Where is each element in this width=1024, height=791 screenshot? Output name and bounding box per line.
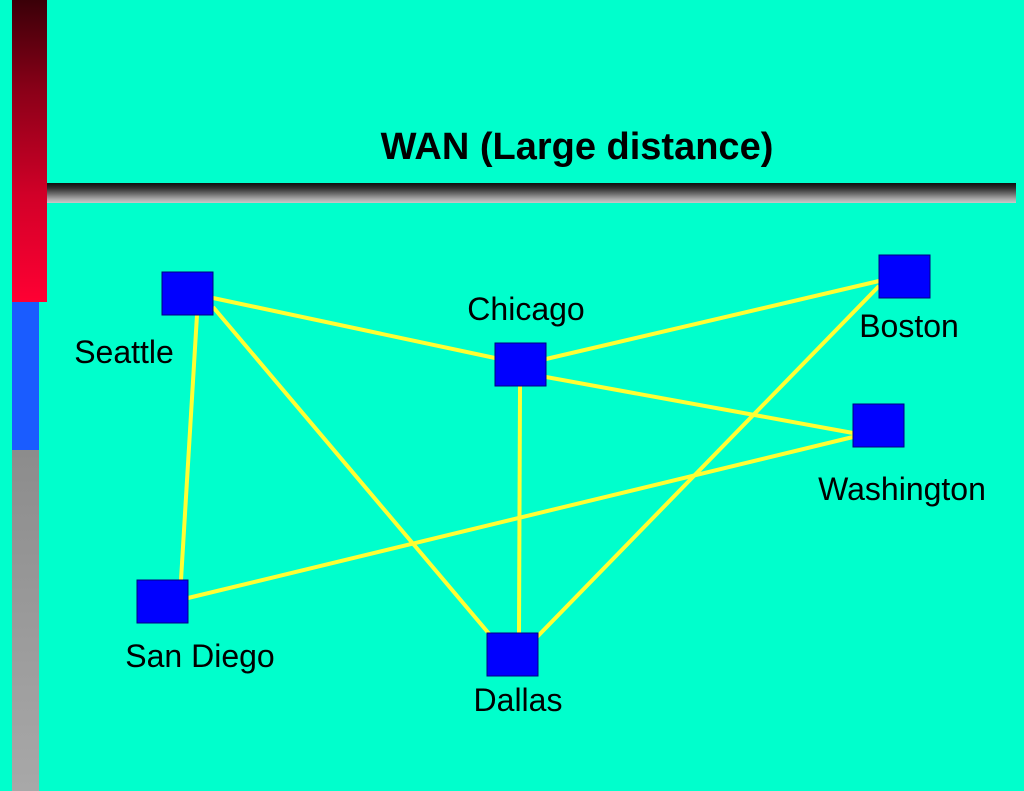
node-label-washington: Washington	[818, 471, 986, 507]
left-accent-bar-gray	[12, 450, 39, 791]
node-label-chicago: Chicago	[467, 291, 584, 327]
title-divider	[47, 183, 1016, 203]
node-label-boston: Boston	[859, 308, 959, 344]
link-seattle-chicago	[212, 296, 496, 360]
left-accent-bar-red	[12, 0, 47, 302]
link-chicago-dallas	[517, 385, 522, 634]
node-san-diego	[136, 579, 189, 624]
link-seattle-dallas	[211, 305, 493, 638]
node-washington	[852, 403, 905, 448]
links-layer	[179, 279, 881, 641]
node-dallas	[486, 632, 539, 677]
link-boston-dallas	[533, 284, 881, 641]
node-label-dallas: Dallas	[474, 682, 563, 718]
node-label-san-diego: San Diego	[125, 638, 274, 674]
left-accent-bar-blue	[12, 302, 39, 450]
node-seattle	[161, 271, 214, 316]
node-label-seattle: Seattle	[74, 334, 174, 370]
nodes-layer	[136, 254, 931, 677]
link-chicago-boston	[545, 279, 880, 361]
link-washington-san-diego	[187, 435, 854, 600]
slide-title: WAN (Large distance)	[380, 126, 774, 168]
node-chicago	[494, 342, 547, 387]
node-boston	[878, 254, 931, 299]
link-chicago-washington	[545, 375, 854, 435]
link-seattle-san-diego	[179, 314, 199, 581]
